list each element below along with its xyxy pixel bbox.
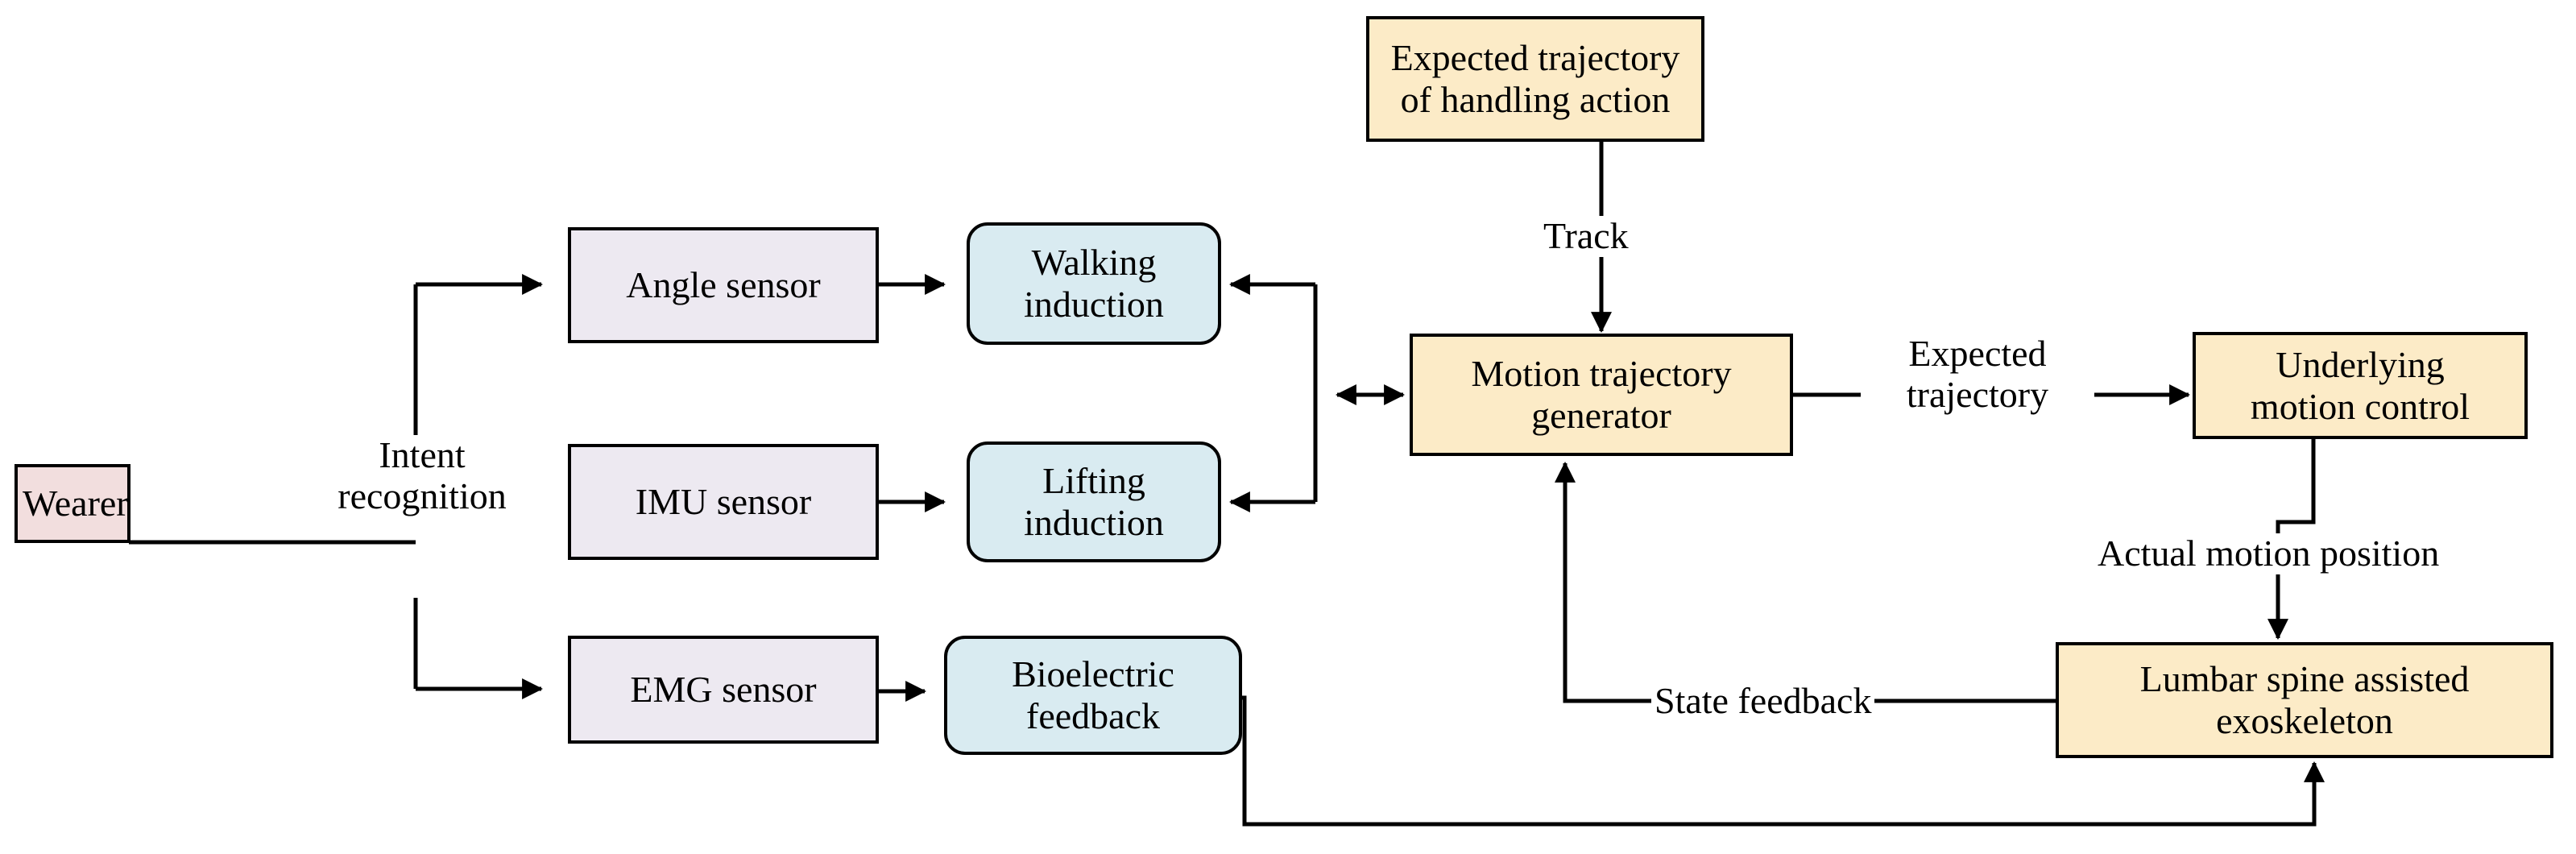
- node-motion-trajectory-generator[interactable]: Motion trajectory generator: [1410, 334, 1793, 456]
- edge-underlying-to-exo: [2267, 439, 2316, 640]
- node-emg-sensor-label: EMG sensor: [630, 669, 817, 711]
- node-underlying-motion-control[interactable]: Underlying motion control: [2193, 332, 2528, 439]
- node-expected-trajectory-line1: Expected trajectory: [1390, 37, 1680, 79]
- node-walking-induction-line1: Walking: [1031, 242, 1157, 284]
- label-state-feedback-text: State feedback: [1655, 680, 1872, 721]
- node-wearer[interactable]: Wearer: [14, 464, 130, 543]
- label-track: Track: [1540, 215, 1632, 257]
- label-intent-recognition-line2: recognition: [338, 475, 507, 516]
- node-lifting-induction-line1: Lifting: [1042, 460, 1145, 502]
- edge-bioelectric-to-exo: [1241, 695, 2325, 827]
- label-actual-motion-position: Actual motion position: [2094, 533, 2443, 574]
- node-underlying-motion-control-line2: motion control: [2250, 385, 2470, 427]
- node-motion-trajectory-generator-line2: generator: [1531, 395, 1671, 436]
- label-intent-recognition-line1: Intent: [379, 434, 466, 475]
- node-walking-induction[interactable]: Walking induction: [967, 222, 1221, 345]
- label-track-text: Track: [1543, 215, 1629, 256]
- node-wearer-label: Wearer: [23, 483, 129, 524]
- node-angle-sensor-label: Angle sensor: [626, 264, 821, 306]
- node-lumbar-spine-exoskeleton-line1: Lumbar spine assisted: [2139, 658, 2470, 700]
- node-bioelectric-feedback-line1: Bioelectric: [1012, 653, 1174, 695]
- node-bioelectric-feedback-line2: feedback: [1026, 695, 1160, 736]
- node-lifting-induction[interactable]: Lifting induction: [967, 442, 1221, 562]
- label-state-feedback: State feedback: [1651, 680, 1875, 722]
- node-expected-trajectory-line2: of handling action: [1400, 79, 1671, 120]
- label-intent-recognition: Intent recognition: [298, 434, 546, 517]
- label-expected-trajectory: Expected trajectory: [1861, 333, 2094, 416]
- node-bioelectric-feedback[interactable]: Bioelectric feedback: [944, 636, 1242, 755]
- node-underlying-motion-control-line1: Underlying: [2276, 343, 2445, 385]
- node-emg-sensor[interactable]: EMG sensor: [568, 636, 879, 744]
- node-angle-sensor[interactable]: Angle sensor: [568, 227, 879, 343]
- node-imu-sensor-label: IMU sensor: [635, 481, 812, 523]
- node-lumbar-spine-exoskeleton-line2: exoskeleton: [2216, 700, 2393, 741]
- node-lumbar-spine-exoskeleton[interactable]: Lumbar spine assisted exoskeleton: [2056, 642, 2553, 758]
- edge-exo-state-feedback: [1555, 461, 2056, 703]
- node-imu-sensor[interactable]: IMU sensor: [568, 444, 879, 560]
- node-lifting-induction-line2: induction: [1024, 502, 1164, 543]
- node-motion-trajectory-generator-line1: Motion trajectory: [1471, 353, 1732, 395]
- node-expected-trajectory-handling[interactable]: Expected trajectory of handling action: [1366, 16, 1704, 142]
- label-actual-motion-position-text: Actual motion position: [2098, 533, 2440, 574]
- node-walking-induction-line2: induction: [1024, 284, 1164, 325]
- label-expected-trajectory-line2: trajectory: [1906, 373, 2049, 415]
- label-expected-trajectory-line1: Expected: [1908, 333, 2047, 374]
